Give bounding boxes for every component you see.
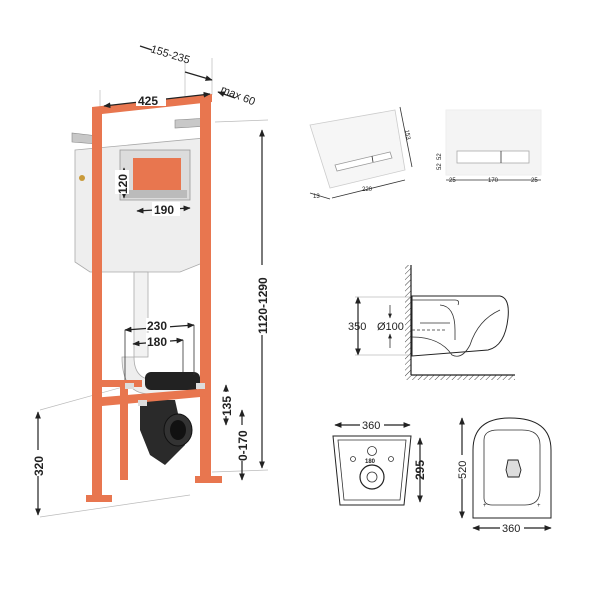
dim-max-depth: max 60 [219, 84, 257, 109]
plate-width-label: 220 [362, 187, 373, 193]
dim-top-length: 520 [457, 461, 469, 479]
toilet-top-view: + + 520 360 [455, 417, 552, 535]
margin-left-label: 25 [449, 178, 456, 184]
dim-height: 1120-1290 [256, 277, 270, 334]
dim-rear-width: 360 [362, 420, 380, 432]
cistern-opening [133, 158, 181, 194]
button-top-label: 52 [437, 163, 443, 170]
svg-text:+: + [537, 503, 541, 509]
dim-bolt-inner: 180 [147, 335, 167, 349]
dim-bolt-outer: 230 [147, 319, 167, 333]
dim-rear-depth: 295 [413, 460, 427, 480]
dim-width: 425 [138, 94, 158, 108]
flush-connector [145, 372, 200, 390]
plate-thickness-label: 13 [313, 194, 320, 200]
installation-frame [39, 58, 269, 518]
dim-bolt-height: 320 [32, 456, 46, 476]
dim-foot-adjust: 0-170 [236, 430, 250, 461]
margin-right-label: 25 [531, 178, 538, 184]
flush-plate-perspective: 153 220 13 [309, 106, 413, 200]
dim-outlet-height: 135 [220, 396, 234, 416]
dim-outlet-diameter: Ø100 [377, 321, 404, 333]
dim-rear-bolts: 180 [365, 459, 376, 465]
dim-opening-height: 120 [116, 174, 130, 194]
flush-pipe [133, 271, 149, 358]
plate-height-label: 153 [403, 129, 411, 141]
toilet-side-view: 350 Ø100 [348, 265, 515, 380]
dim-opening-width: 190 [154, 203, 174, 217]
dim-depth: 155-235 [149, 43, 191, 66]
dim-side-height: 350 [348, 321, 366, 333]
svg-text:+: + [483, 503, 487, 509]
button-bottom-label: 52 [437, 153, 443, 160]
toilet-rear-view: 360 180 295 [332, 418, 427, 506]
button-width-label: 170 [488, 178, 499, 184]
dim-top-width: 360 [502, 523, 520, 535]
flush-plate-front: 52 52 25 170 25 [437, 109, 542, 184]
